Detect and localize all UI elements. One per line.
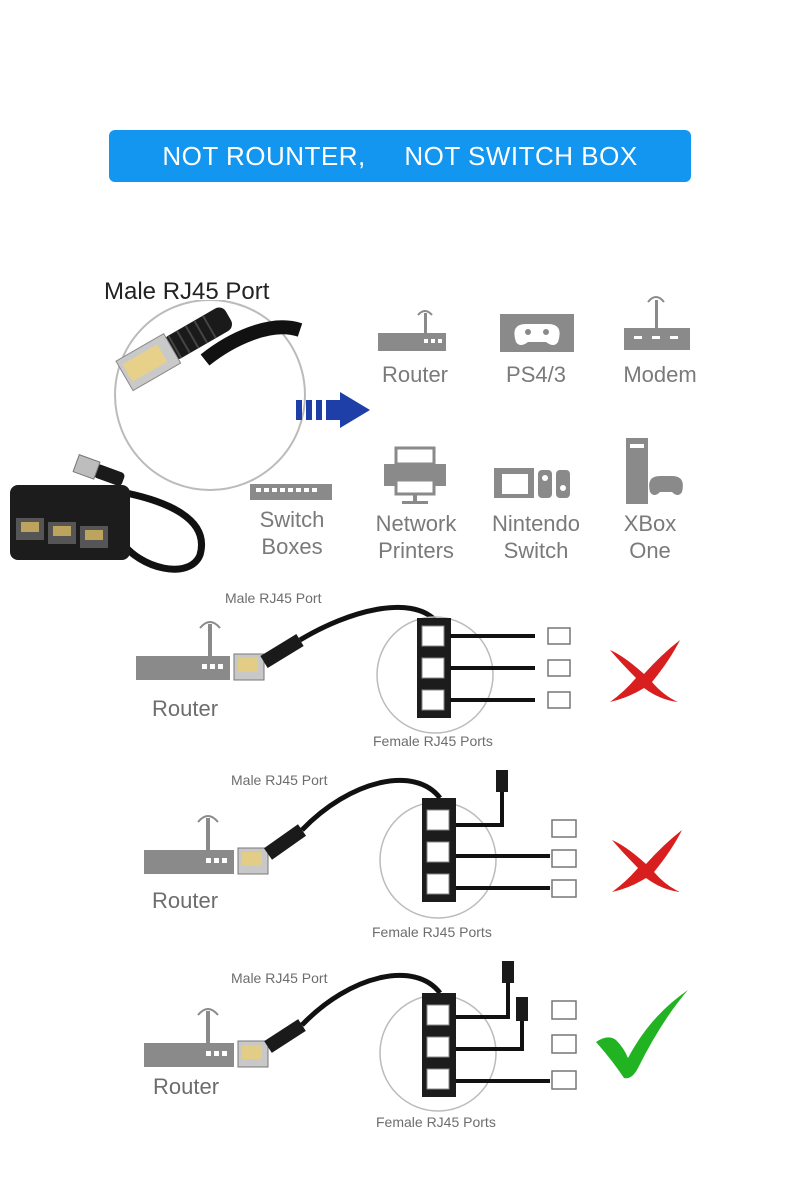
check-icon [596,990,688,1079]
cross-icon [610,640,680,702]
male-port-label: Male RJ45 Port [231,772,328,788]
male-plug [237,1019,306,1068]
banner-text-right: NOT SWITCH BOX [404,140,638,171]
router-label: Router [152,696,219,721]
router-icon [144,1008,234,1067]
ps4-icon [500,314,574,352]
title-banner: NOT ROUNTER, NOT SWITCH BOX [109,130,691,182]
female-ports-label: Female RJ45 Ports [376,1114,496,1130]
router-icon [136,621,230,680]
banner-text-left: NOT ROUNTER, [162,140,366,171]
connector-zoom [115,307,233,392]
device-label-router: Router [381,362,449,387]
diagram-1 [136,604,571,734]
male-port-heading: Male RJ45 Port [104,278,270,305]
nintendo-switch-icon [494,468,570,498]
modem-icon [624,296,690,350]
male-port-label: Male RJ45 Port [231,970,328,986]
router-icon [144,815,234,874]
switch-box-icon [250,484,332,500]
arrow-icon [296,392,370,428]
male-port-label: Male RJ45 Port [225,590,322,606]
splitter-body [10,485,130,560]
male-plug [237,824,307,875]
diagram-3 [144,961,577,1112]
male-plug [233,634,304,681]
device-label-modem: Modem [623,362,697,387]
female-ports-label: Female RJ45 Ports [372,924,492,940]
router-label: Router [153,1074,220,1099]
router-icon [378,310,446,351]
diagram-2 [144,770,577,919]
female-ports-label: Female RJ45 Ports [373,733,493,749]
xbox-icon [626,438,683,504]
cross-icon [612,830,682,892]
product-illustration [10,300,370,573]
device-label-ps4: PS4/3 [506,362,566,387]
printer-icon [384,446,446,504]
router-label: Router [152,888,219,913]
